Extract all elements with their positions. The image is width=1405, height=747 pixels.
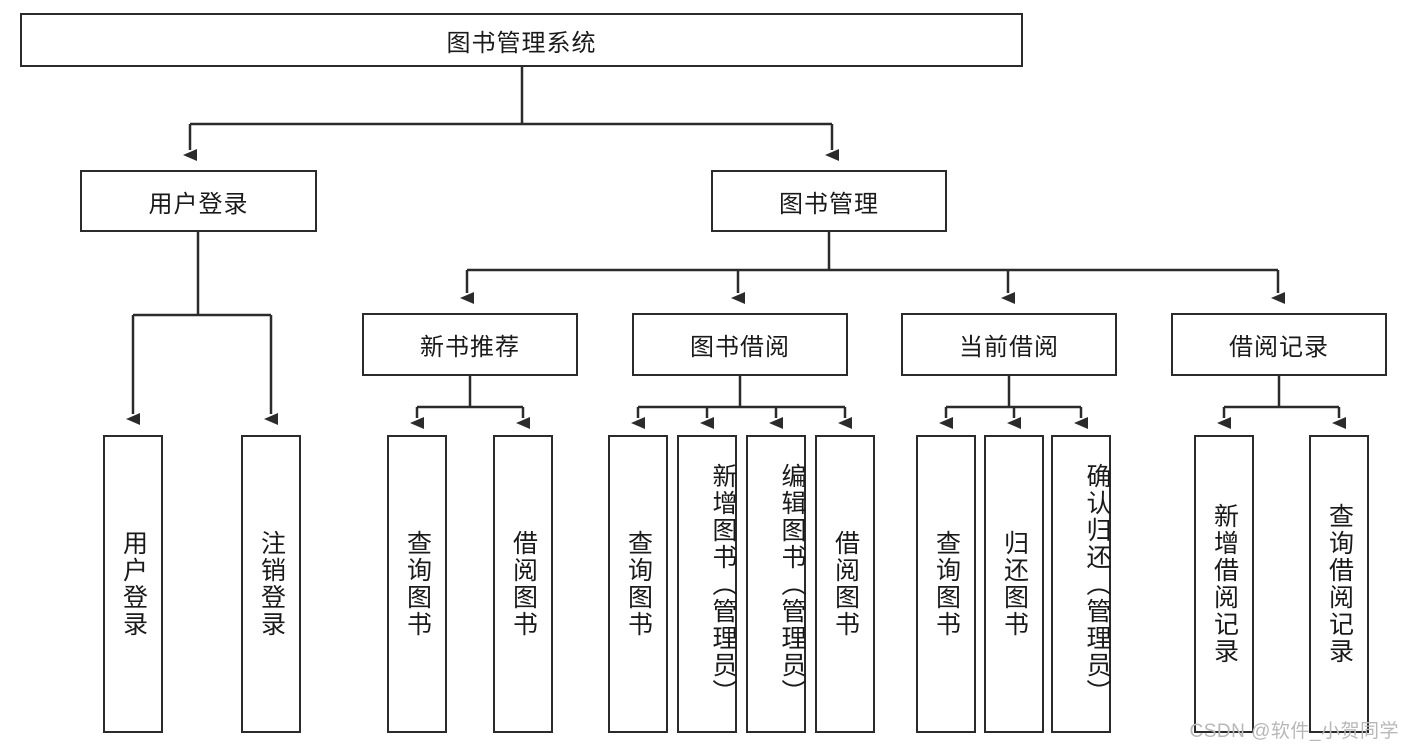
node-new-book-recommend-label: 新书推荐 [420,334,520,361]
node-root-label: 图书管理系统 [446,29,597,57]
node-leaf-borrow-book-1[interactable]: 借阅图书 [493,435,553,733]
node-root[interactable]: 图书管理系统 [20,13,1023,67]
node-leaf-query-book-3-label: 查询图书 [932,530,961,638]
node-leaf-query-book-2[interactable]: 查询图书 [608,435,668,733]
node-book-borrow[interactable]: 图书借阅 [632,313,848,376]
node-leaf-borrow-book-2[interactable]: 借阅图书 [815,435,875,733]
node-leaf-edit-book-label: 编辑图书（管理员） [778,462,806,706]
node-leaf-user-login[interactable]: 用户登录 [103,435,163,733]
node-current-borrow-label: 当前借阅 [959,334,1059,361]
node-leaf-query-book-2-label: 查询图书 [624,530,653,638]
node-borrow-record[interactable]: 借阅记录 [1171,313,1387,376]
node-borrow-record-label: 借阅记录 [1229,334,1329,361]
node-book-management[interactable]: 图书管理 [711,170,947,232]
node-leaf-confirm-return[interactable]: 确认归还（管理员） [1051,435,1111,733]
node-book-management-label: 图书管理 [779,190,879,218]
node-new-book-recommend[interactable]: 新书推荐 [362,313,578,376]
node-leaf-borrow-book-1-label: 借阅图书 [509,530,538,638]
node-user-login[interactable]: 用户登录 [80,170,317,232]
node-leaf-add-book[interactable]: 新增图书（管理员） [677,435,737,733]
node-leaf-return-book[interactable]: 归还图书 [984,435,1044,733]
node-leaf-add-book-label: 新增图书（管理员） [709,462,737,706]
node-leaf-user-login-label: 用户登录 [119,530,148,638]
node-leaf-edit-book[interactable]: 编辑图书（管理员） [746,435,806,733]
node-leaf-return-book-label: 归还图书 [1000,530,1029,638]
node-leaf-query-record-label: 查询借阅记录 [1325,503,1354,665]
node-leaf-add-record[interactable]: 新增借阅记录 [1194,435,1254,733]
node-leaf-query-book-1-label: 查询图书 [403,530,432,638]
node-leaf-user-logout-label: 注销登录 [257,530,286,638]
node-leaf-query-record[interactable]: 查询借阅记录 [1309,435,1369,733]
node-leaf-query-book-3[interactable]: 查询图书 [916,435,976,733]
node-leaf-confirm-return-label: 确认归还（管理员） [1083,462,1111,706]
node-book-borrow-label: 图书借阅 [690,334,790,361]
node-current-borrow[interactable]: 当前借阅 [901,313,1117,376]
node-user-login-label: 用户登录 [148,190,249,218]
node-leaf-borrow-book-2-label: 借阅图书 [831,530,860,638]
node-leaf-add-record-label: 新增借阅记录 [1210,503,1239,665]
node-leaf-user-logout[interactable]: 注销登录 [241,435,301,733]
node-leaf-query-book-1[interactable]: 查询图书 [387,435,447,733]
